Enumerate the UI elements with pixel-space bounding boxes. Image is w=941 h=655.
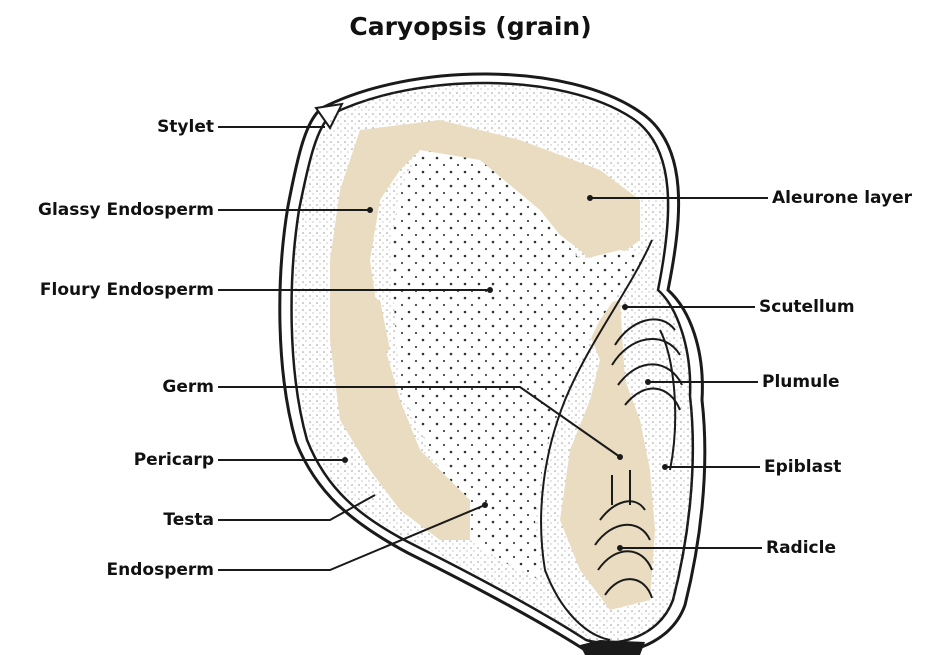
label-glassy-endosperm: Glassy Endosperm (0, 200, 214, 220)
label-pericarp: Pericarp (80, 450, 214, 470)
label-floury-endosperm: Floury Endosperm (0, 280, 214, 300)
label-scutellum: Scutellum (759, 297, 855, 317)
label-aleurone-layer: Aleurone layer (772, 188, 912, 208)
label-epiblast: Epiblast (764, 457, 841, 477)
label-radicle: Radicle (766, 538, 836, 558)
label-germ: Germ (100, 377, 214, 397)
label-stylet: Stylet (100, 117, 214, 137)
label-endosperm: Endosperm (60, 560, 214, 580)
label-testa: Testa (100, 510, 214, 530)
label-plumule: Plumule (762, 372, 840, 392)
